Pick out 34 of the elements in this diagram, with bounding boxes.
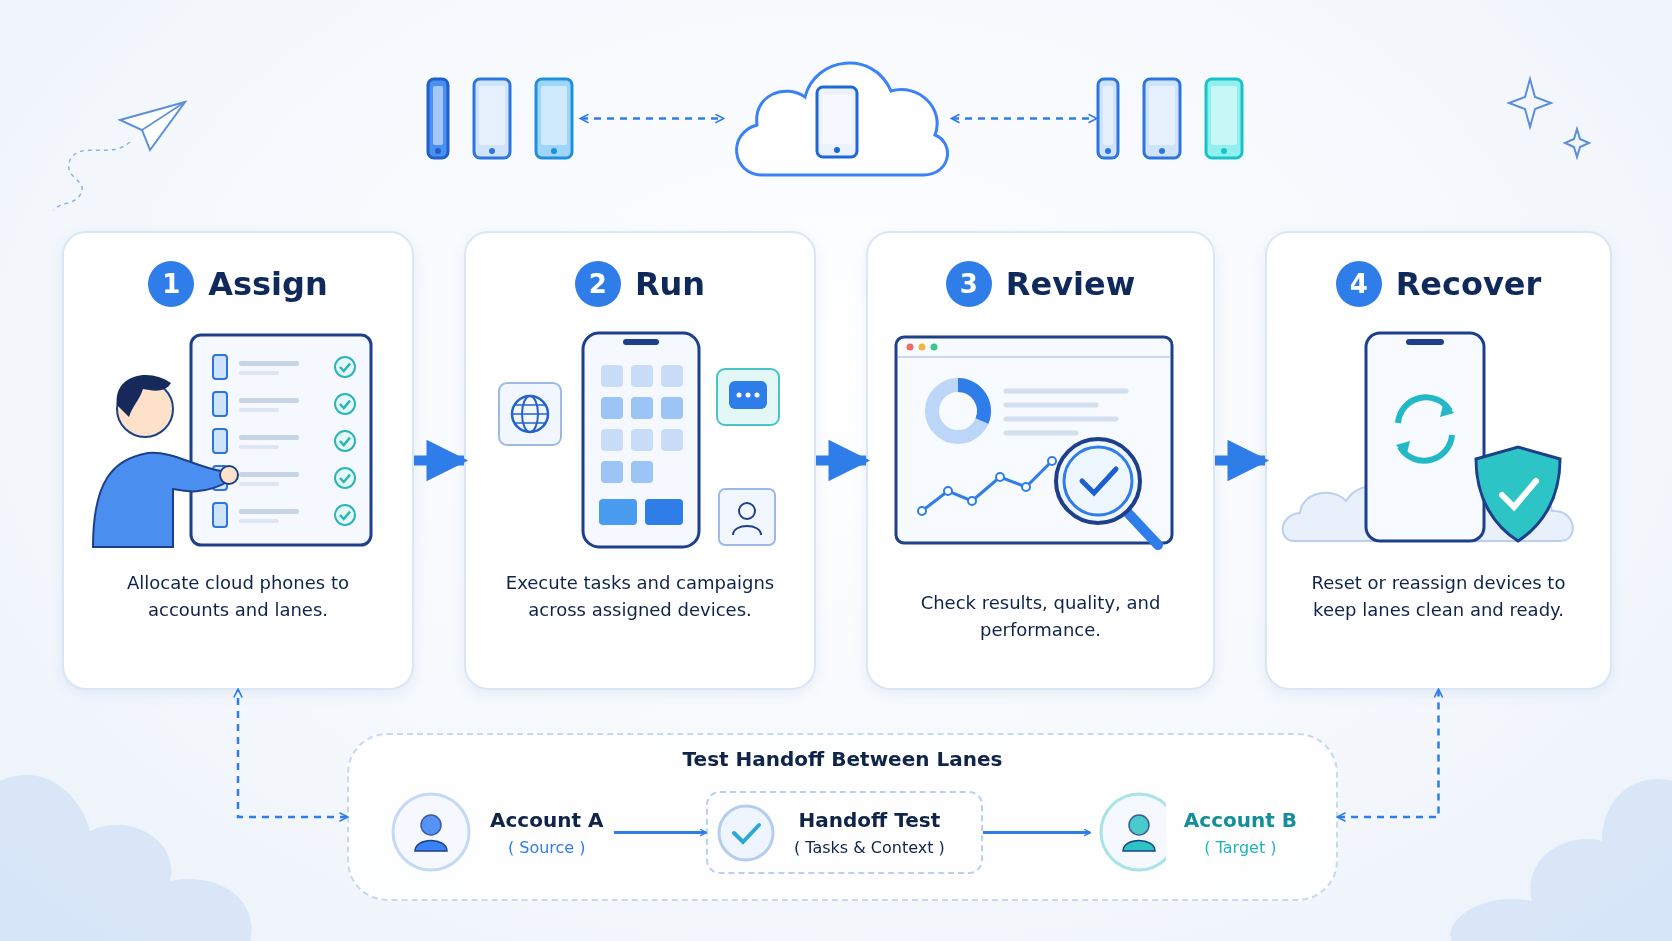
arrow xyxy=(579,113,725,124)
step-card xyxy=(464,231,816,690)
account-role: ( Tasks & Context ) xyxy=(794,838,945,857)
step-card xyxy=(1265,231,1612,690)
arrow xyxy=(950,113,1098,124)
step-title: Assign xyxy=(208,265,328,303)
step-title: Run xyxy=(634,265,706,303)
account-name: Account B xyxy=(1183,807,1297,832)
step-number: 3 xyxy=(945,261,992,307)
step-description: Check results, quality, and performance. xyxy=(919,591,1162,642)
handoff-panel xyxy=(347,733,1338,901)
step-card xyxy=(866,231,1215,690)
panel-title: Test Handoff Between Lanes xyxy=(681,747,1004,771)
step-description: Allocate cloud phones to accounts and lanes. xyxy=(125,571,351,622)
arrow xyxy=(1336,688,1444,822)
step-number: 2 xyxy=(574,261,621,307)
step-title: Review xyxy=(1005,265,1136,303)
arrow xyxy=(414,439,469,482)
step-description: Reset or reassign devices to keep lanes clean and ready. xyxy=(1310,571,1567,622)
account-name: Handoff Test xyxy=(798,808,941,832)
step-number: 1 xyxy=(148,261,195,307)
step-number: 4 xyxy=(1335,261,1382,307)
arrow xyxy=(816,439,871,482)
account-role: ( Source ) xyxy=(507,837,586,857)
account-role: ( Target ) xyxy=(1204,837,1277,857)
step-description: Execute tasks and campaigns across assigned devices. xyxy=(504,571,776,622)
step-card xyxy=(62,231,414,690)
account-name: Account A xyxy=(490,807,604,832)
arrow xyxy=(1215,439,1270,482)
handoff-box xyxy=(706,791,983,874)
step-title: Recover xyxy=(1395,265,1542,303)
arrow xyxy=(614,828,708,837)
arrow xyxy=(983,828,1092,837)
arrow xyxy=(233,688,349,822)
